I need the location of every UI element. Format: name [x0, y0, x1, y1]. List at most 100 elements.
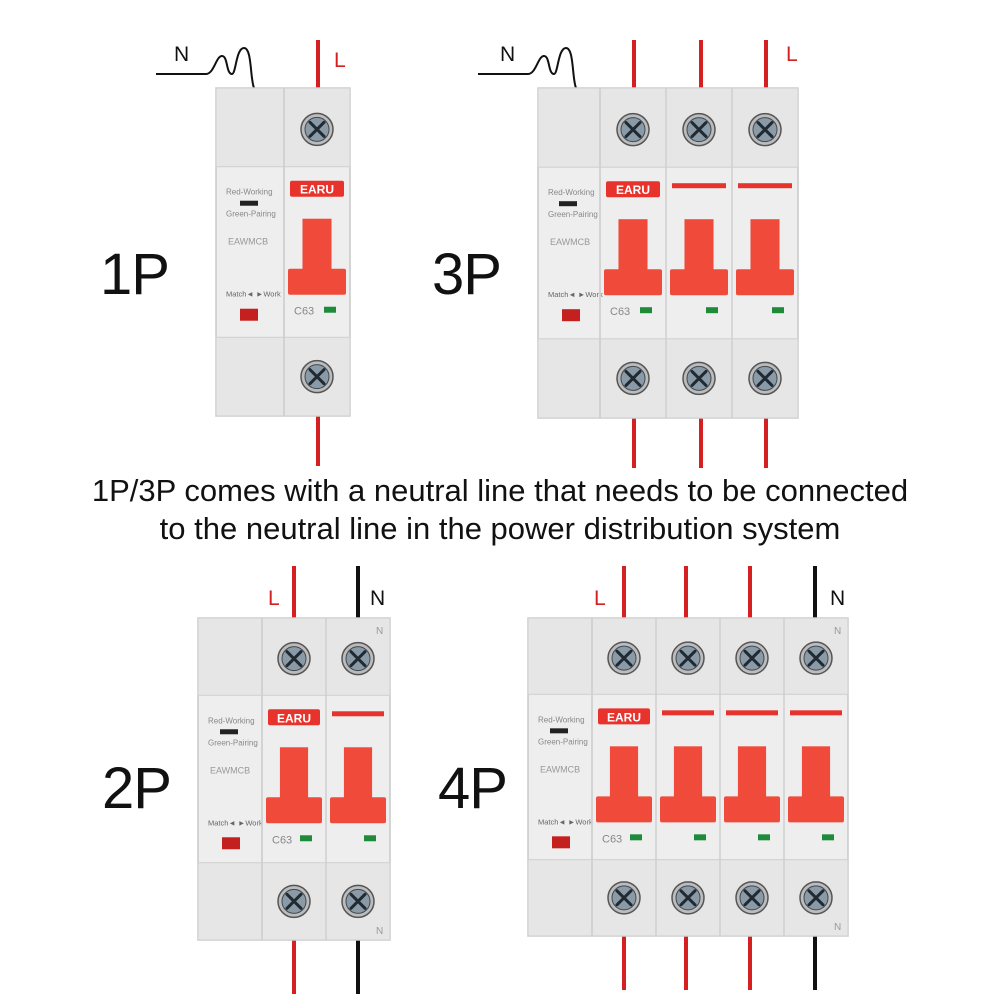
pole-stripe [738, 183, 792, 189]
wire-label-l-1p: L [334, 49, 346, 72]
pairing-switch [240, 200, 258, 206]
bottom-screw-icon [671, 881, 705, 915]
match-work-text: Match◄ ►Work [208, 818, 263, 827]
handle-lever [609, 746, 639, 799]
model-text: EAWMCB [540, 764, 580, 774]
pole-indicator [758, 834, 770, 841]
handle-base [788, 796, 844, 823]
handle-lever [618, 219, 648, 272]
pairing-switch [220, 729, 238, 735]
label-1p: 1P [100, 242, 170, 307]
top-screw-icon [671, 641, 705, 675]
status-pairing-text: Green-Pairing [538, 737, 588, 746]
pole-indicator [706, 307, 718, 314]
bottom-screw-icon [682, 361, 716, 396]
neutral-wire-3p [478, 46, 577, 89]
pole-indicator [694, 834, 706, 841]
match-work-text: Match◄ ►Work [538, 817, 593, 826]
status-working-text: Red-Working [208, 716, 255, 725]
wire-label-l-2p: L [268, 587, 280, 610]
pairing-switch [550, 728, 568, 734]
pole-stripe [726, 710, 778, 716]
status-pairing-text: Green-Pairing [226, 210, 276, 219]
bottom-screw-icon [748, 361, 782, 396]
pole-stripe [790, 710, 842, 716]
handle-base [266, 797, 322, 824]
label-2p: 2P [102, 756, 172, 821]
top-screw-icon [607, 641, 641, 675]
neutral-wire-1p [156, 46, 255, 89]
pole-stripe [672, 183, 726, 189]
bottom-screw-icon [735, 881, 769, 915]
handle-lever [302, 218, 332, 271]
pole-indicator [300, 835, 312, 842]
wire-label-n-3p: N [500, 43, 516, 66]
neutral-mark-bottom: N [376, 926, 383, 937]
top-screw-icon [799, 641, 833, 675]
status-indicator [222, 837, 240, 850]
wire-label-l-4p: L [594, 587, 606, 610]
status-indicator [552, 836, 570, 849]
handle-base [596, 796, 652, 823]
status-working-text: Red-Working [226, 188, 273, 197]
model-text: EAWMCB [550, 237, 590, 247]
handle-base [330, 797, 386, 824]
status-working-text: Red-Working [538, 715, 585, 724]
model-text: EAWMCB [228, 237, 268, 247]
caption-line-1: 1P/3P comes with a neutral line that nee… [91, 473, 909, 508]
top-screw-icon [300, 112, 334, 147]
label-3p: 3P [432, 242, 502, 307]
top-screw-icon [748, 112, 782, 147]
handle-lever [343, 747, 373, 800]
bottom-screw-icon [607, 881, 641, 915]
handle-lever [737, 746, 767, 799]
rating-text: C63 [610, 306, 630, 318]
top-screw-icon [735, 641, 769, 675]
brand-text: EARU [300, 183, 334, 197]
pole-indicator [364, 835, 376, 842]
top-screw-icon [277, 641, 311, 676]
status-pairing-text: Green-Pairing [548, 210, 598, 219]
label-4p: 4P [438, 756, 508, 821]
brand-plate [598, 708, 650, 725]
handle-lever [684, 219, 714, 272]
pole-stripe [662, 710, 714, 716]
status-pairing-text: Green-Pairing [208, 738, 258, 747]
brand-text: EARU [616, 183, 650, 197]
handle-base [670, 269, 728, 296]
pole-indicator [630, 834, 642, 841]
bottom-screw-icon [616, 361, 650, 396]
match-work-text: Match◄ ►Work [226, 290, 281, 299]
neutral-mark-top: N [834, 626, 841, 637]
bottom-screw-icon [799, 881, 833, 915]
wire-label-n-4p: N [830, 587, 846, 610]
handle-lever [750, 219, 780, 272]
pole-indicator [822, 834, 834, 841]
wire-label-l-3p: L [786, 43, 798, 66]
bottom-screw-icon [300, 359, 334, 394]
handle-base [604, 269, 662, 296]
pairing-switch [559, 201, 577, 207]
pole-indicator [324, 306, 336, 313]
wire-label-n-2p: N [370, 587, 386, 610]
brand-plate [268, 709, 320, 726]
model-text: EAWMCB [210, 765, 250, 775]
pole-indicator [772, 307, 784, 314]
top-screw-icon [341, 641, 375, 676]
brand-text: EARU [277, 711, 311, 725]
match-work-text: Match◄ ►Work [548, 290, 603, 299]
handle-lever [801, 746, 831, 799]
handle-base [736, 269, 794, 296]
neutral-mark-top: N [376, 626, 383, 637]
pole-stripe [332, 711, 384, 717]
bottom-screw-icon [277, 884, 311, 919]
status-indicator [562, 309, 580, 322]
handle-base [724, 796, 780, 823]
rating-text: C63 [272, 834, 292, 846]
caption-line-2: to the neutral line in the power distrib… [159, 511, 841, 546]
neutral-mark-bottom: N [834, 922, 841, 933]
